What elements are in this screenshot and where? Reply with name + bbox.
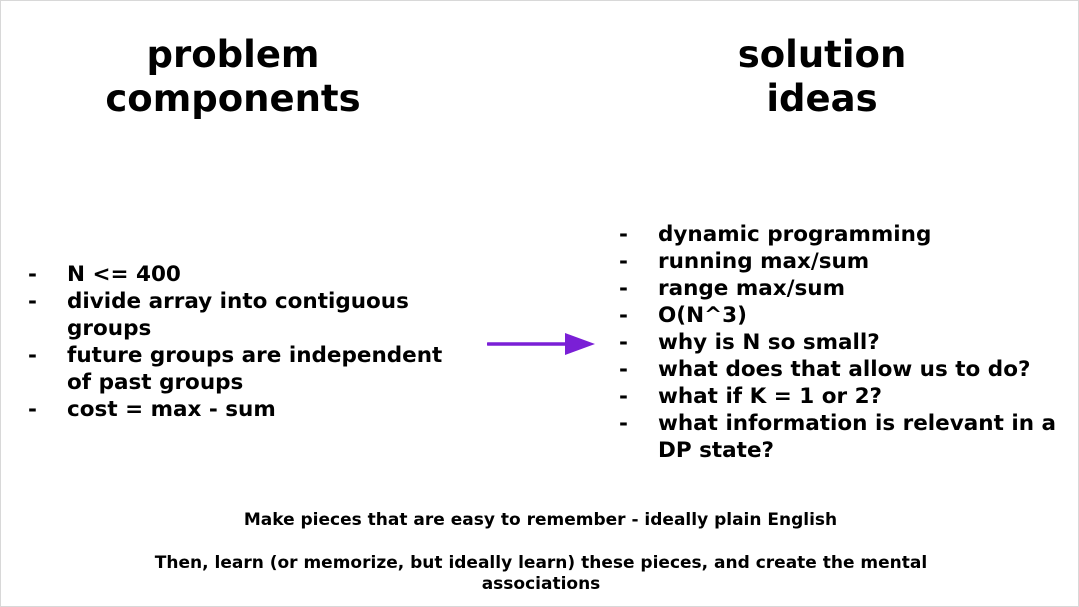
list-item: - range max/sum <box>619 275 1059 302</box>
list-item-text: what information is relevant in a DP sta… <box>658 411 1057 463</box>
list-item: - what if K = 1 or 2? <box>619 383 1059 410</box>
list-item: - future groups are independent of past … <box>28 342 468 396</box>
list-item: - what information is relevant in a DP s… <box>619 410 1059 464</box>
list-item: - cost = max - sum <box>28 396 468 423</box>
bullet-dash: - <box>619 222 628 247</box>
list-item-text: N <= 400 <box>67 262 181 287</box>
list-item: - dynamic programming <box>619 221 1059 248</box>
list-item-text: cost = max - sum <box>67 397 276 422</box>
bullet-dash: - <box>619 357 628 382</box>
list-item-text: O(N^3) <box>658 303 747 328</box>
list-item: - what does that allow us to do? <box>619 356 1059 383</box>
bullet-dash: - <box>28 289 37 314</box>
list-item: - divide array into contiguous groups <box>28 288 468 342</box>
right-arrow-icon <box>487 333 595 355</box>
problem-components-heading: problem components <box>63 33 403 121</box>
list-item: - O(N^3) <box>619 302 1059 329</box>
bullet-dash: - <box>619 330 628 355</box>
bullet-dash: - <box>619 303 628 328</box>
list-item-text: divide array into contiguous groups <box>67 289 409 341</box>
problem-components-list: - N <= 400 - divide array into contiguou… <box>28 261 468 423</box>
list-item: - N <= 400 <box>28 261 468 288</box>
arrow-head <box>565 333 595 355</box>
list-item: - running max/sum <box>619 248 1059 275</box>
bullet-dash: - <box>619 384 628 409</box>
list-item-text: range max/sum <box>658 276 846 301</box>
heading-line: components <box>105 77 361 120</box>
list-item-text: what does that allow us to do? <box>658 357 1031 382</box>
list-item-text: running max/sum <box>658 249 870 274</box>
list-item-text: what if K = 1 or 2? <box>658 384 883 409</box>
bullet-dash: - <box>619 276 628 301</box>
bullet-dash: - <box>28 262 37 287</box>
bullet-dash: - <box>619 249 628 274</box>
footer-note: Make pieces that are easy to remember - … <box>243 510 838 530</box>
bullet-dash: - <box>28 397 37 422</box>
solution-ideas-heading: solution ideas <box>661 33 983 121</box>
list-item-text: why is N so small? <box>658 330 880 355</box>
list-item-text: dynamic programming <box>658 222 932 247</box>
bullet-dash: - <box>619 411 628 436</box>
heading-line: ideas <box>766 77 878 120</box>
bullet-dash: - <box>28 343 37 368</box>
list-item: - why is N so small? <box>619 329 1059 356</box>
solution-ideas-list: - dynamic programming - running max/sum … <box>619 221 1059 464</box>
heading-line: solution <box>737 33 907 76</box>
heading-line: problem <box>146 33 320 76</box>
list-item-text: future groups are independent of past gr… <box>67 343 443 395</box>
footer-note: Then, learn (or memorize, but ideally le… <box>154 553 928 594</box>
